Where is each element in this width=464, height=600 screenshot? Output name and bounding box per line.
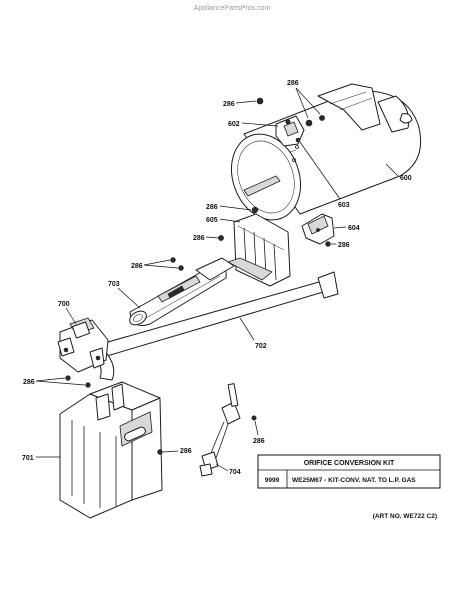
kit-table-description: WE25M67 - KIT-CONV. NAT. TO L.P. GAS xyxy=(292,477,416,484)
bracket-602[interactable] xyxy=(275,115,305,147)
screw-286-top-b[interactable] xyxy=(305,119,313,127)
screw-286-605[interactable] xyxy=(251,206,259,214)
igniter-704[interactable] xyxy=(199,383,257,477)
screw-286-valve-a[interactable] xyxy=(65,375,71,381)
manifold-pipe-702[interactable] xyxy=(93,271,339,381)
watermark: AppliancePartsPros.com xyxy=(194,5,271,12)
callout-286-valve: 286 xyxy=(23,379,35,386)
callout-600: 600 xyxy=(400,175,412,182)
callout-286-mid-left: 286 xyxy=(206,204,218,211)
screw-286-top-a[interactable] xyxy=(256,97,264,105)
callout-286-701: 286 xyxy=(180,448,192,455)
kit-table: ORIFICE CONVERSION KIT 9999 WE25M67 - KI… xyxy=(257,454,441,489)
screw-286-605-b[interactable] xyxy=(218,235,224,241)
callout-702: 702 xyxy=(255,343,267,350)
callout-700: 700 xyxy=(58,301,70,308)
kit-table-qty: 9999 xyxy=(265,477,280,484)
callout-605: 605 xyxy=(206,217,218,224)
kit-table-title: ORIFICE CONVERSION KIT xyxy=(304,460,395,467)
mounting-bracket-701[interactable] xyxy=(59,381,163,519)
screw-286-top-c[interactable] xyxy=(319,115,325,121)
callout-604: 604 xyxy=(348,225,360,232)
art-number: (ART NO. WE722 C2) xyxy=(373,513,437,520)
gas-valve-700[interactable] xyxy=(57,317,109,373)
screw-286-valve-b[interactable] xyxy=(85,382,91,388)
screw-286-703-b[interactable] xyxy=(178,265,184,271)
callout-286-703: 286 xyxy=(131,263,143,270)
callout-704: 704 xyxy=(229,469,241,476)
callout-286-mid2: 286 xyxy=(193,235,205,242)
callout-603: 603 xyxy=(338,202,350,209)
burner-housing-600[interactable] xyxy=(220,83,422,230)
callout-286-top-left: 286 xyxy=(223,101,235,108)
callout-286-right-604: 286 xyxy=(338,242,350,249)
flame-sensor-604[interactable] xyxy=(301,213,335,247)
bracket-605[interactable] xyxy=(226,213,291,287)
callout-286-704: 286 xyxy=(253,438,265,445)
screw-286-701[interactable] xyxy=(157,449,163,455)
callout-701: 701 xyxy=(22,455,34,462)
callout-286-top-right: 286 xyxy=(287,80,299,87)
screw-286-703-a[interactable] xyxy=(170,257,176,263)
burner-703[interactable] xyxy=(127,257,235,328)
callout-602: 602 xyxy=(228,121,240,128)
callout-703: 703 xyxy=(108,281,120,288)
